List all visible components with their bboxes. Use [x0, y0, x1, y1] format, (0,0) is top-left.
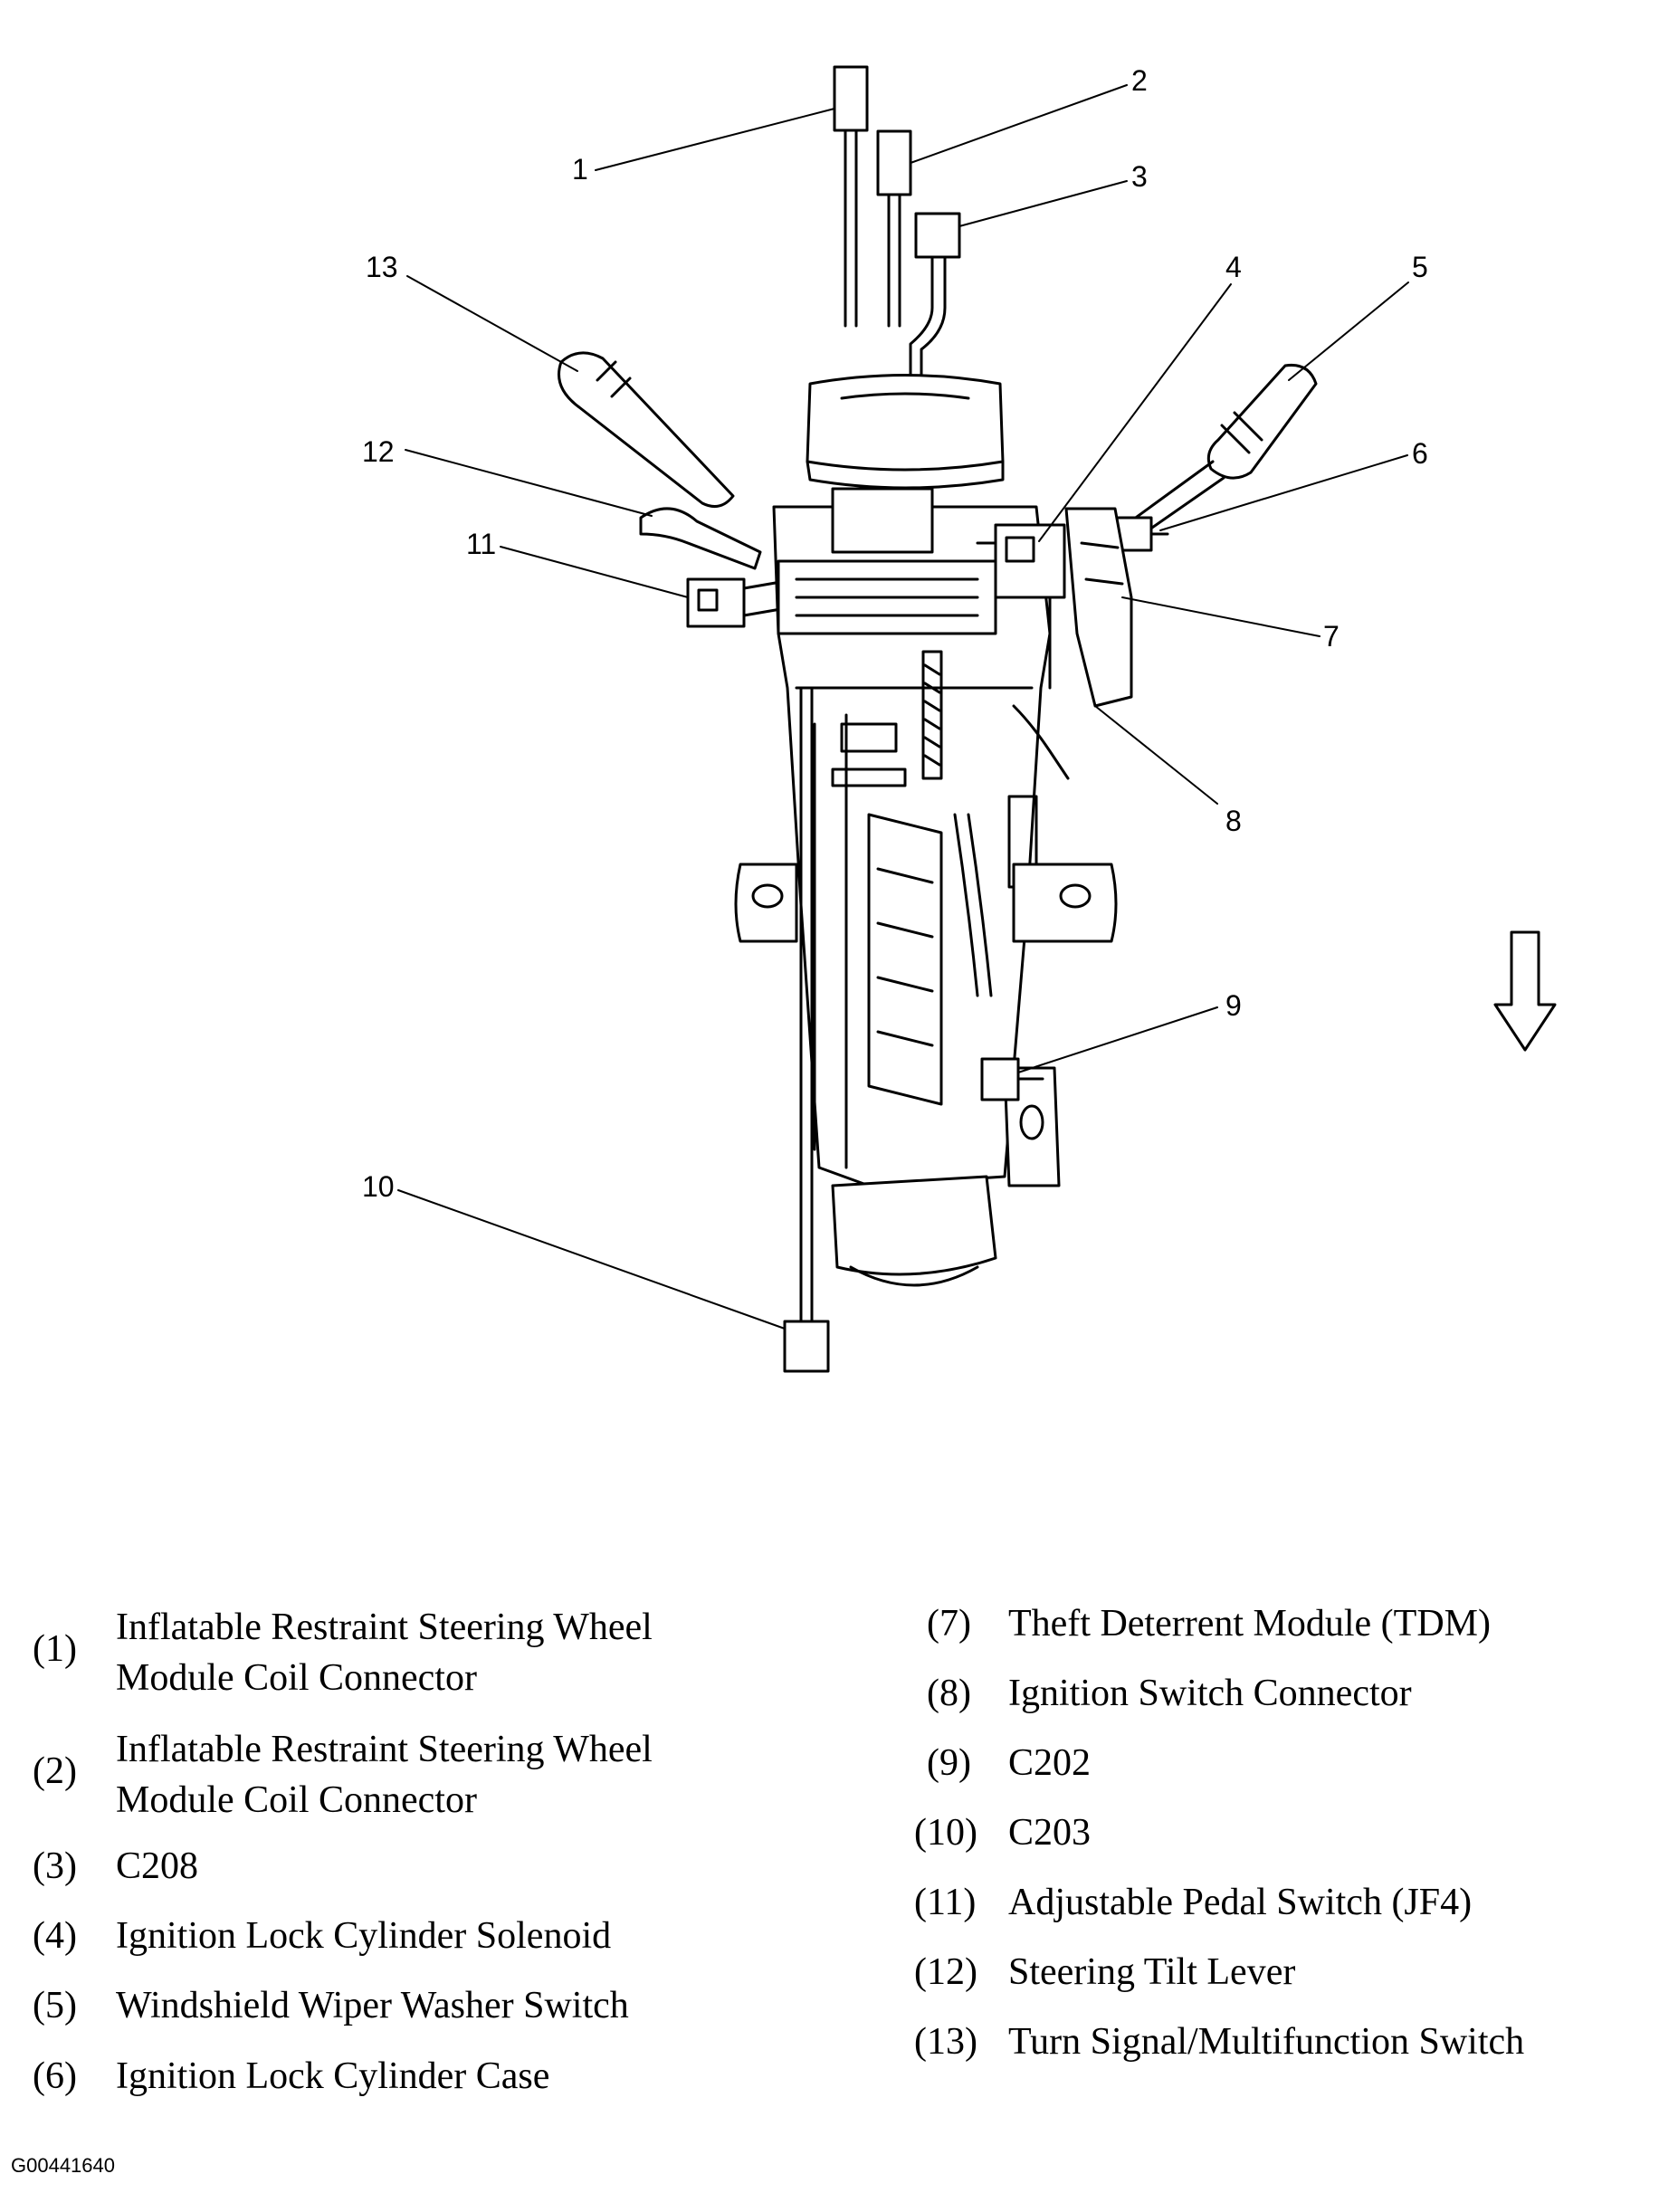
legend-number: (1): [33, 1628, 77, 1670]
ignition-lock-solenoid: [994, 523, 1066, 599]
legend-label: Inflatable Restraint Steering Wheel Modu…: [116, 1724, 653, 1826]
legend-number: (8): [927, 1673, 971, 1714]
legend-label: Turn Signal/Multifunction Switch: [1008, 2021, 1525, 2063]
callout-1: 1: [572, 153, 588, 186]
column-upper-housing: [806, 374, 1005, 490]
legend-number: (7): [927, 1603, 971, 1645]
legend-number: (13): [914, 2021, 977, 2063]
legend-label-line: Module Coil Connector: [116, 1657, 477, 1699]
turn-signal-stalk: [558, 351, 735, 509]
callout-11: 11: [466, 528, 496, 560]
steering-column-diagram: 1 2 3 4 5 6 7 8 9 10 11 12 13: [362, 64, 1557, 1373]
legend-right: (7) Theft Deterrent Module (TDM) (8) Ign…: [914, 1602, 1647, 2109]
legend-label: C203: [1008, 1812, 1092, 1854]
connector-3: [909, 212, 961, 382]
legend-label: Windshield Wiper Washer Switch: [116, 1985, 629, 2026]
callout-2: 2: [1131, 64, 1148, 97]
legend-label: Ignition Lock Cylinder Solenoid: [116, 1915, 612, 1957]
legend-label: Theft Deterrent Module (TDM): [1008, 1603, 1491, 1645]
legend-label: Steering Tilt Lever: [1008, 1951, 1296, 1993]
connector-1: [833, 65, 869, 328]
connector-10: [783, 686, 830, 1373]
connector-9: [980, 1057, 1044, 1101]
legend-number: (5): [33, 1985, 77, 2026]
callout-12: 12: [362, 435, 395, 468]
mounting-bracket: [734, 863, 1118, 943]
legend-label: C208: [116, 1845, 199, 1887]
callout-8: 8: [1225, 805, 1242, 837]
callout-10: 10: [362, 1170, 395, 1203]
legend-number: (4): [33, 1915, 77, 1957]
legend-number: (11): [914, 1882, 977, 1923]
callout-6: 6: [1412, 437, 1428, 470]
figure-id: G00441640: [11, 2154, 115, 2177]
legend-label: C202: [1008, 1742, 1092, 1784]
tilt-lever: [639, 507, 762, 570]
theft-deterrent-module: [1064, 507, 1133, 708]
pedal-switch: [686, 577, 798, 628]
column-top-module: [777, 487, 997, 635]
legend-left: (1) Inflatable Restraint Steering Wheel …: [33, 1602, 793, 2109]
leader-lines: [397, 84, 1409, 1330]
legend-number: (12): [914, 1951, 977, 1993]
legend-label: Inflatable Restraint Steering Wheel Modu…: [116, 1602, 653, 1703]
direction-arrow: [1493, 930, 1557, 1052]
callout-9: 9: [1225, 989, 1242, 1022]
legend-number: (6): [33, 2055, 77, 2097]
column-body: [772, 505, 1070, 1187]
legend-label: Adjustable Pedal Switch (JF4): [1008, 1882, 1473, 1923]
callout-13: 13: [366, 251, 398, 283]
legend-number: (9): [927, 1742, 971, 1784]
legend-number: (3): [33, 1845, 77, 1887]
legend-label-line: Module Coil Connector: [116, 1779, 477, 1821]
legend-number: (2): [33, 1750, 77, 1792]
callout-3: 3: [1131, 160, 1148, 193]
callout-7: 7: [1323, 620, 1340, 653]
legend-label: Ignition Lock Cylinder Case: [116, 2055, 550, 2097]
legend-number: (10): [914, 1812, 977, 1854]
callout-5: 5: [1412, 251, 1428, 283]
legend-label-line: Inflatable Restraint Steering Wheel: [116, 1729, 653, 1770]
callout-4: 4: [1225, 251, 1242, 283]
legend-label: Ignition Switch Connector: [1008, 1673, 1412, 1714]
connector-2: [876, 129, 912, 328]
legend-label-line: Inflatable Restraint Steering Wheel: [116, 1607, 653, 1648]
